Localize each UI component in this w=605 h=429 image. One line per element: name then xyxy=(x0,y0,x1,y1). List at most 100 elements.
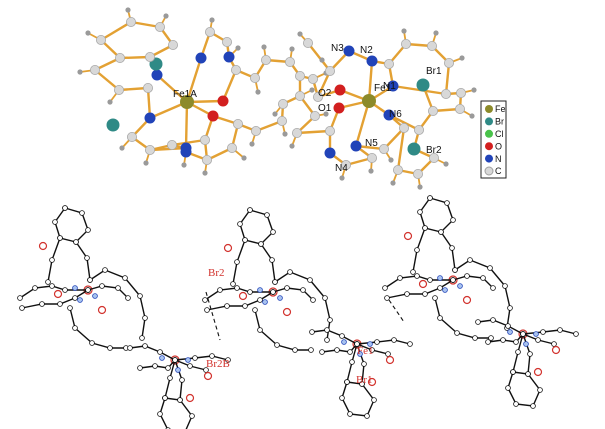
packing-atom xyxy=(39,301,45,307)
packing-oxygen xyxy=(38,241,48,251)
packing-atom xyxy=(72,325,78,331)
atom-c xyxy=(312,92,323,103)
packing-atom xyxy=(62,287,68,293)
legend-label-c: C xyxy=(495,166,502,176)
packing-oxygen xyxy=(223,243,233,253)
halogen-contact xyxy=(205,291,221,341)
packing-atom xyxy=(475,319,481,325)
atom-fe xyxy=(362,94,376,108)
atom-c xyxy=(307,74,318,85)
packing-atom xyxy=(57,301,63,307)
hydrogen-atom xyxy=(143,160,149,166)
packing-atom xyxy=(122,275,128,281)
hydrogen-atom xyxy=(241,155,247,161)
packing-atom xyxy=(417,209,423,215)
packing-atom xyxy=(371,397,377,403)
packing-nitrogen xyxy=(185,357,191,363)
label-bottom-fe1: Fe1 xyxy=(357,345,374,357)
packing-atom xyxy=(384,295,390,301)
packing-ring xyxy=(159,397,193,429)
atom-c xyxy=(340,159,351,170)
atom-n xyxy=(343,45,355,57)
top-bond xyxy=(295,129,332,135)
packing-atom xyxy=(502,283,508,289)
packing-atom xyxy=(437,315,443,321)
packing-atom xyxy=(427,277,433,283)
packing-atom xyxy=(344,379,350,385)
atom-c xyxy=(232,119,243,130)
packing-atom xyxy=(364,413,370,419)
packing-atom xyxy=(67,305,73,311)
label-bottom-br2: Br2 xyxy=(208,267,225,279)
packing-nitrogen xyxy=(257,287,263,293)
hydrogen-atom xyxy=(390,180,396,186)
packing-atom xyxy=(287,269,293,275)
hydrogen-atom xyxy=(339,175,345,181)
packing-atom xyxy=(527,351,533,357)
packing-atom xyxy=(505,385,511,391)
hydrogen-atom xyxy=(289,143,295,149)
atom-n xyxy=(144,112,156,124)
packing-atom xyxy=(203,367,209,373)
atom-c xyxy=(309,111,320,122)
packing-chain xyxy=(75,241,91,281)
packing-oxygen xyxy=(385,355,395,365)
hydrogen-atom xyxy=(368,168,374,174)
label-o2: O2 xyxy=(318,88,332,99)
packing-atom xyxy=(284,285,290,291)
packing-atom xyxy=(472,335,478,341)
halogen-contact xyxy=(388,299,405,323)
packing-arm xyxy=(452,275,494,289)
packing-atom xyxy=(480,275,486,281)
atom-n xyxy=(223,51,235,63)
atom-c xyxy=(294,91,305,102)
packing-nitrogen xyxy=(277,295,283,301)
packing-oxygen xyxy=(551,345,561,355)
atom-n xyxy=(151,69,163,81)
atom-c xyxy=(144,52,155,63)
packing-atom xyxy=(300,287,306,293)
atom-c xyxy=(378,143,389,154)
packing-nitrogen xyxy=(92,293,98,299)
packing-atom xyxy=(139,335,145,341)
atom-c xyxy=(291,127,302,138)
packing-atom xyxy=(334,347,340,353)
packing-atom xyxy=(258,241,264,247)
packing-atom xyxy=(115,285,121,291)
packing-atom xyxy=(444,200,450,206)
packing-atom xyxy=(165,365,171,371)
atom-c xyxy=(400,39,411,50)
legend-swatch-n xyxy=(485,154,493,163)
packing-atom xyxy=(454,330,460,336)
atom-o xyxy=(207,110,219,122)
hydrogen-atom xyxy=(125,7,131,13)
packing-atom xyxy=(85,287,91,293)
hydrogen-atom xyxy=(255,89,261,95)
packing-atom xyxy=(354,341,360,347)
atom-c xyxy=(167,40,178,51)
atom-c xyxy=(201,154,212,165)
packing-linker xyxy=(89,269,146,339)
legend-label-cl: Cl xyxy=(495,129,504,139)
packing-nitrogen xyxy=(367,341,373,347)
packing-atom xyxy=(319,349,325,355)
packing-atom xyxy=(84,255,90,261)
packing-atom xyxy=(540,329,546,335)
atom-c xyxy=(144,144,155,155)
packing-atom xyxy=(142,343,148,349)
packing-atom xyxy=(327,317,333,323)
packing-nitrogen xyxy=(72,285,78,291)
packing-atom xyxy=(79,210,85,216)
packing-linker xyxy=(274,271,331,341)
packing-nitrogen xyxy=(175,367,181,373)
packing-atom xyxy=(87,277,93,283)
packing-atom xyxy=(274,342,280,348)
atom-c xyxy=(413,125,424,136)
hydrogen-atom xyxy=(388,157,394,163)
packing-nitrogen xyxy=(437,275,443,281)
bottom-labels-layer: Br2 Br2B Fe1 Br1 xyxy=(206,267,374,386)
atom-c xyxy=(383,59,394,70)
packing-atom xyxy=(72,295,78,301)
packing-diagram xyxy=(17,195,579,429)
